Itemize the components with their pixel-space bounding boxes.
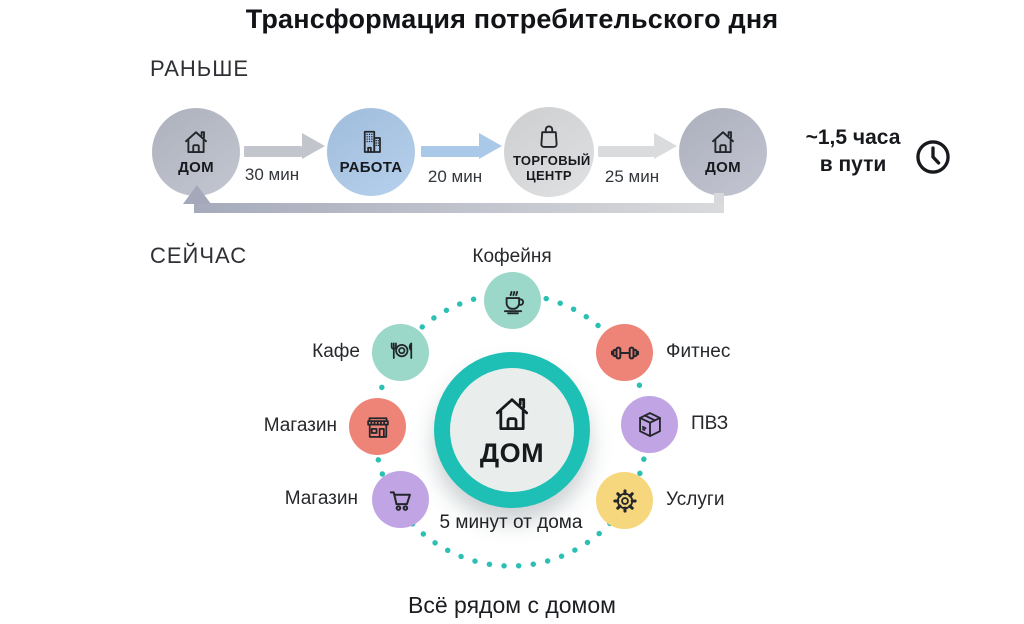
arrow-3 xyxy=(598,146,654,157)
home-icon xyxy=(708,127,738,157)
satellite-label-coffee: Кофейня xyxy=(472,246,552,267)
step-label: ДОМ xyxy=(178,159,214,177)
home-icon xyxy=(181,127,211,157)
total-travel-time: ~1,5 часа в пути xyxy=(786,124,920,179)
satellite-label-store: Магазин xyxy=(263,415,337,436)
arrow-1-head xyxy=(302,133,325,159)
center-home-circle: ДОМ xyxy=(434,352,590,508)
section-label-now: СЕЙЧАС xyxy=(150,243,248,268)
satellite-label-pvz: ПВЗ xyxy=(691,413,729,434)
package-box-icon xyxy=(633,408,667,442)
satellite-store-front xyxy=(349,398,406,455)
satellite-pickup-point xyxy=(621,396,678,453)
total-line1: ~1,5 часа xyxy=(805,126,901,149)
dumbbell-icon xyxy=(608,336,642,370)
home-icon xyxy=(490,392,534,436)
step-work: РАБОТА xyxy=(327,108,415,196)
duration-label: 30 мин xyxy=(244,165,300,184)
page-title: Трансформация потребительского дня xyxy=(245,4,779,34)
return-arrow-vertical xyxy=(714,193,724,210)
footer-note: Всё рядом с домом xyxy=(408,592,616,618)
satellite-label-store: Магазин xyxy=(284,488,358,509)
center-home-label: ДОМ xyxy=(479,437,545,468)
arrow-2-head xyxy=(479,133,502,159)
step-label: ТОРГОВЫЙ ЦЕНТР xyxy=(513,153,591,183)
radius-note: 5 минут от дома xyxy=(439,512,583,533)
satellite-cafe xyxy=(372,324,429,381)
gear-icon xyxy=(609,485,641,517)
shopping-cart-icon xyxy=(384,483,418,517)
duration-label: 25 мин xyxy=(604,167,660,186)
arrow-2 xyxy=(421,146,479,157)
satellite-label-fitness: Фитнес xyxy=(666,341,731,362)
satellite-label-services: Услуги xyxy=(666,489,725,510)
return-arrow-head xyxy=(183,185,211,204)
section-label-before: РАНЬШЕ xyxy=(150,56,250,81)
step-label: РАБОТА xyxy=(339,159,403,177)
office-building-icon xyxy=(356,127,386,157)
total-line2: в пути xyxy=(819,153,887,177)
arrow-3-head xyxy=(654,133,677,159)
storefront-icon xyxy=(362,411,394,443)
cutlery-icon xyxy=(385,337,417,369)
satellite-coffee-shop xyxy=(484,272,541,329)
satellite-store-cart xyxy=(372,471,429,528)
step-label: ДОМ xyxy=(705,159,741,177)
step-home-start: ДОМ xyxy=(152,108,240,196)
coffee-cup-icon xyxy=(497,285,529,317)
duration-label: 20 мин xyxy=(427,167,483,186)
satellite-fitness xyxy=(596,324,653,381)
satellite-services xyxy=(596,472,653,529)
clock-icon xyxy=(912,136,954,178)
shopping-bag-icon xyxy=(534,121,564,151)
step-home-end: ДОМ xyxy=(679,108,767,196)
satellite-label-cafe: Кафе xyxy=(312,341,360,362)
arrow-1 xyxy=(244,146,302,157)
return-arrow-bar xyxy=(194,203,724,213)
step-mall: ТОРГОВЫЙ ЦЕНТР xyxy=(504,107,594,197)
